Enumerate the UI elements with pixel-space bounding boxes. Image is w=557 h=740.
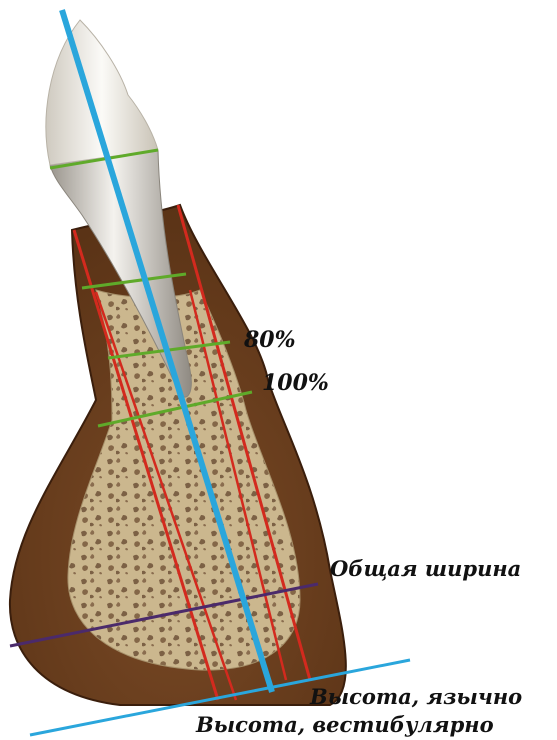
label-100: 100%: [262, 370, 329, 396]
label-height-lingual: Высота, язычно: [309, 684, 522, 709]
label-total-width: Общая ширина: [330, 556, 521, 581]
label-80: 80%: [243, 327, 296, 353]
label-height-vestibular: Высота, вестибулярно: [195, 712, 494, 737]
